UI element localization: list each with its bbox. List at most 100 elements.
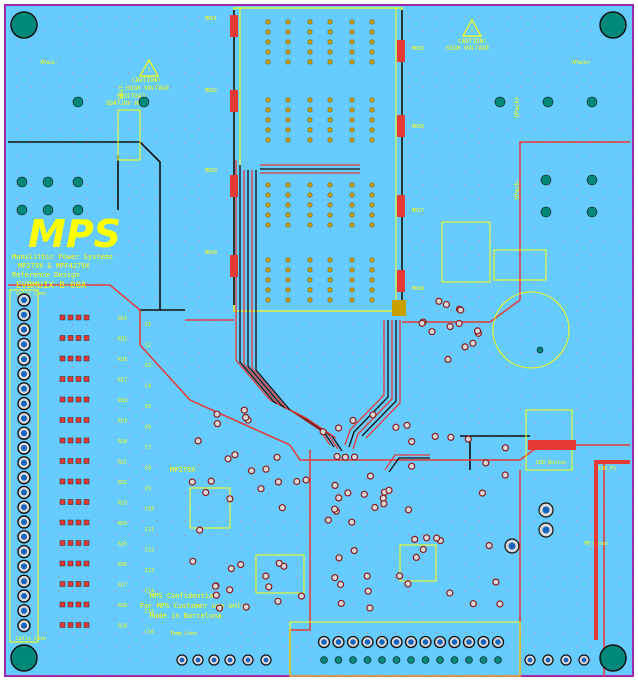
via [189,557,197,565]
mos-pad [327,127,333,133]
mos-pad [307,39,313,45]
smd-pad [83,560,90,567]
component-outline [441,221,491,283]
smd-pad [67,396,74,403]
via [247,467,256,475]
mos-label: MOS8 [412,286,424,292]
mos-pad [349,192,355,198]
via [418,319,426,327]
resistor-label: R18 [118,398,127,404]
connector-pin-hole [21,504,27,511]
smd-pad [75,622,82,628]
resistor-label: R27 [118,583,127,589]
mos-pad [349,19,355,25]
mos-pad [349,222,355,228]
mounting-hole [10,644,38,672]
via [262,465,270,473]
silk-company: Monolithic Power Systems [12,253,113,261]
component-outline [117,109,141,161]
via [341,453,349,461]
via [194,437,202,445]
mos-pad [265,107,271,113]
mos-pad [327,59,333,65]
mosfet-pad-grid [265,19,375,303]
capacitor-label: C9 [145,486,151,492]
header-pin [320,656,328,664]
mos-pad [285,257,291,263]
connector-pin-hole [21,415,27,422]
smd-pad [59,335,66,341]
mos-side-pads [230,15,406,316]
mos-pad [349,137,355,143]
smd-pad [75,335,82,341]
mos-pad [349,39,355,45]
mos-pad [265,97,271,103]
mos-pad [307,267,313,273]
via [442,300,450,309]
mos-label: MOS7 [412,208,424,214]
smd-pad [59,355,66,362]
smd-pad [59,622,66,628]
connector-pin-hole [21,607,27,614]
mos-pad [349,97,355,103]
silk-vpack-right-mid2: VPack- [514,178,521,200]
component-outline [189,487,231,529]
mos-pad [327,107,333,113]
silk-mp279x: MP279X [170,466,196,474]
via [302,476,310,484]
silk-confidential-1: MPS Confidential [150,592,217,600]
capacitor-label: C15 [145,609,154,615]
via [396,572,404,580]
via [482,459,490,467]
via [273,453,281,461]
smd-pad [67,581,74,587]
silk-temp-conn: Temp_Conn [170,631,197,637]
connector-pin-hole [21,533,27,540]
via [344,489,352,497]
resistor-label: R25 [118,542,127,548]
mos-pad [265,137,271,143]
mos-pad [265,287,271,293]
connector-pin-hole [21,548,27,555]
mos-pad [327,287,333,293]
connector-pin-hole [21,400,27,407]
via [240,406,248,414]
smd-pad [67,458,74,464]
mos-pad [327,192,333,198]
via [224,455,232,463]
mos-pad [307,277,313,283]
mos-pad [285,29,291,35]
smd-pad [75,519,82,526]
connector-pin-hole [21,356,27,363]
smd-pad [75,417,82,423]
mos-pad [265,192,271,198]
capacitor-label: C10 [145,507,154,513]
smd-pad [75,478,82,485]
via [335,494,343,502]
via [337,599,345,608]
mos-pad [307,222,313,228]
smd-pad [75,396,82,403]
via [501,471,509,479]
via [257,485,265,493]
smd-pad [75,376,82,382]
mos-pad [285,107,291,113]
via [366,472,375,480]
header-pin [465,656,473,664]
via [408,462,416,470]
smd-pad [83,601,90,608]
mos-pad [265,49,271,55]
via [331,505,339,513]
via [297,592,306,600]
smd-pad [75,355,82,362]
smd-pad [83,396,90,403]
smd-pad [83,581,90,587]
smd-pad [67,314,74,321]
via [324,516,332,524]
smd-pad [83,335,90,341]
cells-connector [17,293,31,633]
mos-pad [369,29,375,35]
smd-pad [83,540,90,546]
via [211,582,220,590]
